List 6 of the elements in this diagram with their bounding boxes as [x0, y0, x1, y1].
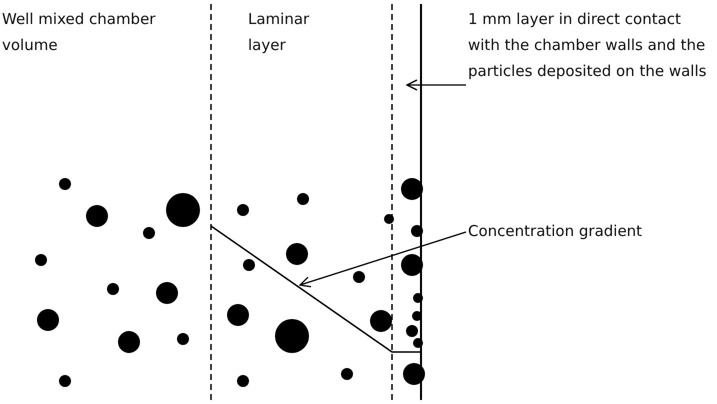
callout-text: 1 mm layer in direct contact with the chamber walls and the particles deposited on the walls [468, 6, 713, 84]
region-label: Well mixed chamber volume [2, 9, 156, 56]
leader-arrow [406, 79, 466, 91]
leader-arrow [299, 231, 466, 288]
callout-text: Concentration gradient [468, 218, 713, 244]
region-label: Laminar layer [248, 9, 310, 56]
